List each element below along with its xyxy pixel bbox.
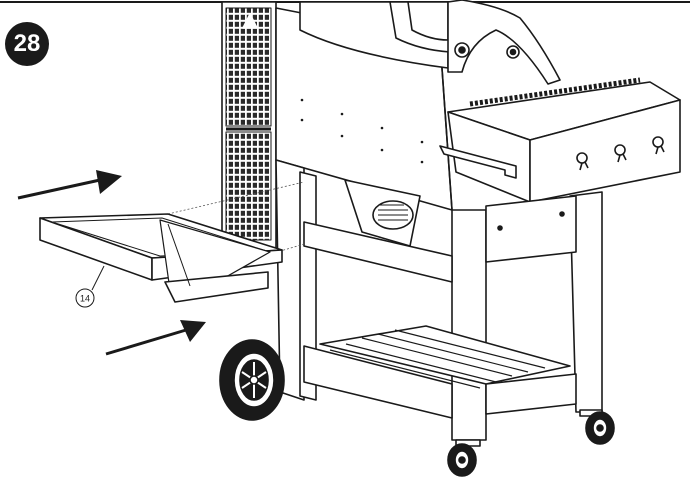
control-knob-icon (614, 144, 627, 163)
control-knob-icon (576, 152, 589, 171)
direction-arrow-icon (105, 320, 206, 356)
control-knob-icon (652, 136, 665, 155)
direction-arrow-icon (17, 170, 122, 200)
caster-wheel (447, 439, 481, 477)
vented-side-panel (221, 1, 277, 249)
hopper-fan (344, 179, 421, 247)
caster-wheel (579, 409, 615, 445)
part-callout-label: 14 (80, 294, 90, 304)
step-number-badge: 28 (5, 22, 49, 66)
guide-lines (167, 181, 305, 257)
cart-frame (275, 159, 603, 441)
callout-leader (91, 265, 105, 291)
grill-lid (299, 0, 561, 85)
part-callout: 14 (75, 288, 95, 308)
wheel (219, 339, 285, 421)
grease-tray (39, 213, 283, 303)
control-panel (439, 77, 681, 203)
